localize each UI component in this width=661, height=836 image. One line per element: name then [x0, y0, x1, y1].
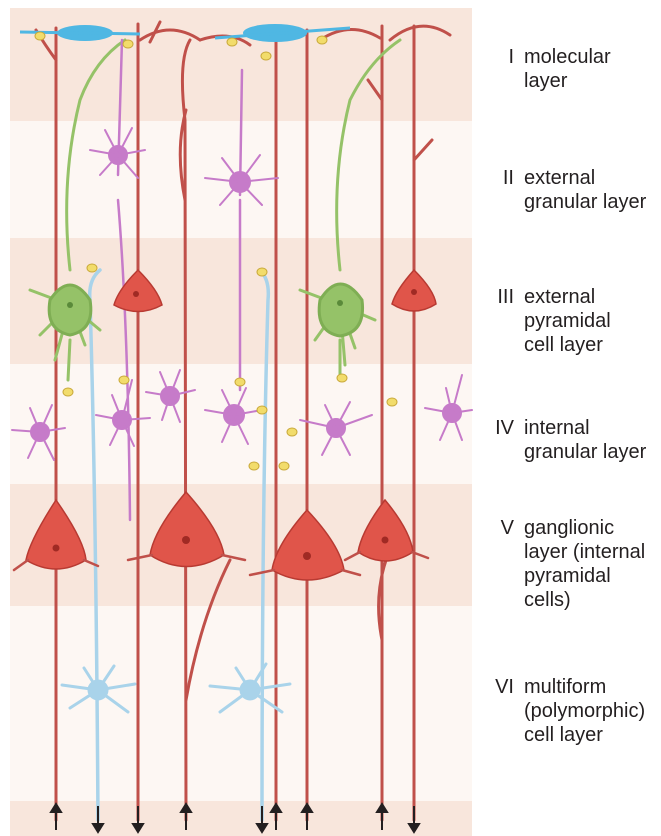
layer-name-5: ganglionic layer (internal pyramidal cel…: [524, 516, 656, 612]
layer-label-4: IV internal granular layer: [474, 416, 661, 464]
synapse-13: [287, 428, 297, 436]
layer-label-6: VI multiform (polymorphic) cell layer: [474, 675, 661, 747]
synapse-5: [317, 36, 327, 44]
synapse-8: [63, 388, 73, 396]
layer-label-3: III external pyramidal cell layer: [474, 285, 661, 357]
synapse-14: [387, 398, 397, 406]
layer-label-2: II external granular layer: [474, 166, 661, 214]
layer-name-6: multiform (polymorphic) cell layer: [524, 675, 656, 747]
synapse-2: [123, 40, 133, 48]
layer-numeral-1: I: [474, 45, 514, 69]
layer-numeral-2: II: [474, 166, 514, 190]
layer-label-5: V ganglionic layer (internal pyramidal c…: [474, 516, 661, 612]
layer-name-1: molecular layer: [524, 45, 656, 93]
synapse-15: [249, 462, 259, 470]
layer-label-1: I molecular layer: [474, 45, 661, 93]
synapse-10: [235, 378, 245, 386]
synapse-4: [261, 52, 271, 60]
band-bottom: [10, 801, 472, 836]
synapse-9: [119, 376, 129, 384]
synapse-12: [257, 406, 267, 414]
synapse-7: [257, 268, 267, 276]
layer-name-3: external pyramidal cell layer: [524, 285, 656, 357]
synapse-6: [87, 264, 97, 272]
layer-numeral-4: IV: [474, 416, 514, 440]
layer-numeral-6: VI: [474, 675, 514, 699]
layer-numeral-5: V: [474, 516, 514, 540]
synapse-16: [279, 462, 289, 470]
synapse-11: [337, 374, 347, 382]
green-fiber-3: [68, 340, 70, 380]
layer-numeral-3: III: [474, 285, 514, 309]
layer-name-2: external granular layer: [524, 166, 656, 214]
layer-name-4: internal granular layer: [524, 416, 656, 464]
synapse-1: [35, 32, 45, 40]
synapse-3: [227, 38, 237, 46]
